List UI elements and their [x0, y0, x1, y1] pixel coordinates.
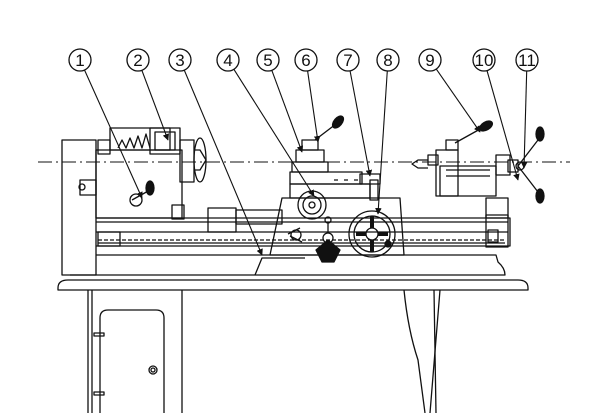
- tool-post: [291, 115, 345, 173]
- leader-line-11: [520, 70, 528, 169]
- callout-number-3: 3: [175, 51, 184, 70]
- callout-circle-5: [256, 48, 280, 72]
- callout-circle-8: [376, 48, 400, 72]
- feed-selector: [315, 239, 341, 263]
- callout-circle-7: [336, 48, 360, 72]
- callouts: 1 2 3 4 5 6 7 8 9 10 11: [68, 48, 539, 72]
- callout-circle-3: [168, 48, 192, 72]
- callout-number-4: 4: [223, 51, 232, 70]
- callout-10: 10: [472, 48, 496, 72]
- carriage-handwheel: [348, 210, 396, 258]
- callout-circle-9: [418, 48, 442, 72]
- callout-number-8: 8: [383, 51, 392, 70]
- door-knob: [148, 365, 158, 375]
- leader-line-1: [84, 69, 143, 199]
- callout-circle-6: [294, 48, 318, 72]
- door-hinge-lower: [93, 391, 105, 396]
- callout-6: 6: [294, 48, 318, 72]
- callout-number-5: 5: [263, 51, 272, 70]
- leader-line-2: [141, 70, 170, 141]
- tailstock-handwheel: [517, 139, 539, 193]
- callout-number-11: 11: [518, 51, 536, 70]
- leader-line-9: [435, 68, 481, 133]
- callout-11: 11: [515, 48, 539, 72]
- apron: [207, 190, 405, 263]
- leader-lines: [84, 68, 528, 256]
- callout-4: 4: [216, 48, 240, 72]
- callout-9: 9: [418, 48, 442, 72]
- callout-7: 7: [336, 48, 360, 72]
- cabinet-door: [99, 309, 165, 413]
- leader-line-4: [233, 69, 315, 197]
- callout-number-7: 7: [343, 51, 352, 70]
- leader-line-7: [349, 70, 373, 177]
- callout-number-10: 10: [475, 51, 494, 70]
- callout-5: 5: [256, 48, 280, 72]
- tailstock: [411, 120, 545, 219]
- cross-feed-wheel: [297, 190, 327, 220]
- leader-line-6: [307, 70, 321, 143]
- callout-number-6: 6: [301, 51, 310, 70]
- callout-3: 3: [168, 48, 192, 72]
- callout-circle-11: [515, 48, 539, 72]
- leader-line-8: [375, 70, 388, 215]
- callout-number-9: 9: [425, 51, 434, 70]
- callout-number-1: 1: [75, 51, 84, 70]
- callout-circle-4: [216, 48, 240, 72]
- tailstock-lock-lever: [454, 127, 483, 144]
- leader-line-10: [486, 70, 520, 181]
- callout-1: 1: [68, 48, 92, 72]
- callout-circle-2: [126, 48, 150, 72]
- stand: [57, 279, 529, 413]
- lathe-bed: [61, 139, 511, 276]
- callout-circle-10: [472, 48, 496, 72]
- leader-line-3: [183, 69, 263, 256]
- door-hinge: [93, 332, 105, 337]
- leader-line-5: [271, 70, 304, 153]
- cross-slide: [289, 171, 381, 201]
- callout-2: 2: [126, 48, 150, 72]
- callout-number-2: 2: [133, 51, 142, 70]
- callout-circle-1: [68, 48, 92, 72]
- headstock: [78, 127, 207, 247]
- callout-8: 8: [376, 48, 400, 72]
